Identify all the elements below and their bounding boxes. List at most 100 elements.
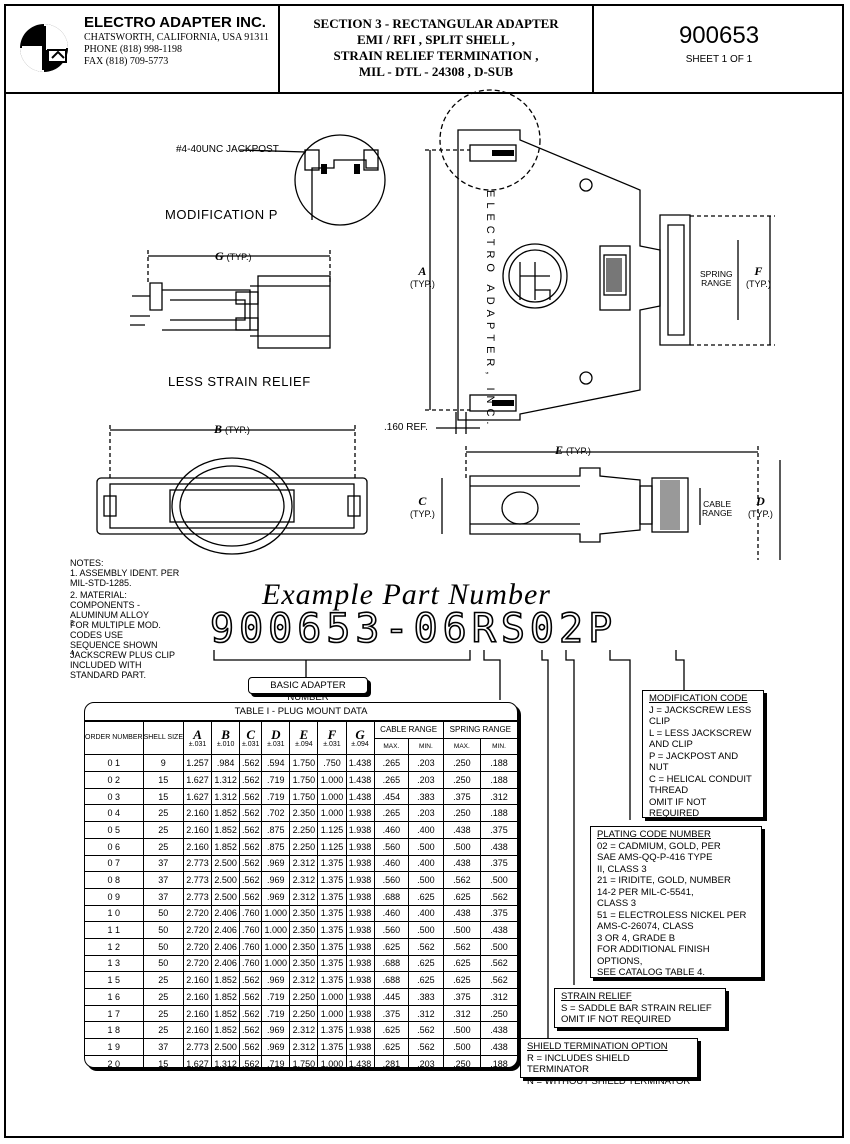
- table-cell: 1.000: [261, 921, 291, 939]
- spring-range-line: SPRING: [700, 269, 733, 279]
- table-cell: .454: [373, 787, 410, 806]
- table-cell: .969: [261, 887, 291, 906]
- shield-line: R = INCLUDES SHIELD TERMINATOR: [527, 1052, 630, 1076]
- table-cell: .500: [442, 1038, 482, 1056]
- table-cell: 1.312: [211, 1054, 241, 1067]
- note-line: ALUMINUM ALLOY: [70, 610, 150, 620]
- table-cell: 25: [142, 804, 185, 823]
- table-cell: .625: [442, 954, 482, 973]
- table-cell: 1.938: [345, 937, 375, 956]
- table-cell: 1.627: [182, 787, 213, 806]
- table-cell: 1.000: [317, 1054, 347, 1067]
- company-city: CHATSWORTH, CALIFORNIA, USA 91311: [84, 32, 269, 43]
- plating-line: 02 = CADMIUM, GOLD, PER: [597, 840, 721, 852]
- technical-drawing: [96, 89, 781, 560]
- table-cell: .562: [239, 804, 263, 823]
- dim-d-typ: (TYP.): [748, 509, 773, 519]
- table-cell: 2.160: [182, 1004, 213, 1023]
- table-cell: 25: [142, 821, 185, 839]
- table-cell: 2.312: [289, 871, 319, 889]
- table-cell: 1 0: [85, 904, 144, 923]
- note-line: 1. ASSEMBLY IDENT. PER: [70, 568, 180, 578]
- note-line: 2. MATERIAL:: [70, 590, 127, 600]
- table-cell: 1.000: [261, 937, 291, 956]
- company-block: ELECTRO ADAPTER INC. CHATSWORTH, CALIFOR…: [4, 4, 280, 92]
- table-cell: .719: [261, 771, 291, 789]
- col-letter: A: [193, 726, 202, 742]
- table-cell: 15: [142, 787, 185, 806]
- table-cell: 2.720: [182, 921, 213, 939]
- note-marker-3: 3: [70, 620, 74, 627]
- modification-line: THREAD: [649, 785, 689, 796]
- table-cell: 2.500: [211, 854, 241, 873]
- cable-range-header: CABLE RANGE: [373, 721, 444, 739]
- table-cell: 2.773: [182, 854, 213, 873]
- section-title-block: SECTION 3 - RECTANGULAR ADAPTER EMI / RF…: [280, 4, 594, 92]
- note-line: INCLUDED WITH: [70, 660, 142, 670]
- table-cell: 2.312: [289, 887, 319, 906]
- strain-title: STRAIN RELIEF: [561, 991, 632, 1002]
- table-cell: 1.257: [182, 754, 213, 773]
- table-cell: 2.350: [289, 937, 319, 956]
- table-cell: 1 7: [85, 1004, 144, 1023]
- table-cell: 37: [142, 871, 185, 889]
- table-cell: .562: [239, 1021, 263, 1040]
- dim-f-typ: (TYP.): [746, 279, 771, 289]
- table-cell: .265: [373, 754, 410, 773]
- dim-e: E (TYP.): [555, 443, 591, 458]
- note-line: SEQUENCE SHOWN: [70, 640, 158, 650]
- plating-line: 21 = IRIDITE, GOLD, NUMBER: [597, 875, 731, 886]
- table-cell: 1.938: [345, 821, 375, 839]
- table-cell: 1.000: [317, 771, 347, 789]
- table-cell: .969: [261, 854, 291, 873]
- table-cell: .500: [408, 921, 444, 939]
- table-cell: .625: [373, 1038, 410, 1056]
- table-cell: 1.000: [317, 988, 347, 1006]
- table-cell: 25: [142, 1021, 185, 1040]
- dim-a-letter: A: [418, 264, 427, 278]
- table-cell: .625: [442, 971, 482, 989]
- section-line: EMI / RFI , SPLIT SHELL ,: [357, 32, 515, 47]
- note-line: COMPONENTS -: [70, 600, 141, 610]
- dim-c: C(TYP.): [410, 494, 435, 519]
- table-cell: .719: [261, 1054, 291, 1067]
- table-cell: 1.938: [345, 921, 375, 939]
- col-dim-header: A±.031: [182, 720, 213, 756]
- table-cell: 2.350: [289, 954, 319, 973]
- table-cell: .625: [373, 937, 410, 956]
- table-cell: .438: [480, 837, 517, 856]
- dim-a: A(TYP.): [410, 264, 435, 289]
- table-cell: 2.312: [289, 971, 319, 989]
- note-line: 3 FOR MULTIPLE MOD.: [70, 620, 179, 630]
- table-cell: 1.000: [317, 787, 347, 806]
- dim-f-letter: F: [754, 264, 763, 278]
- dim-d-letter: D: [756, 494, 765, 508]
- table-cell: .500: [442, 837, 482, 856]
- table-cell: .312: [480, 988, 517, 1006]
- table-cell: 1.000: [317, 1004, 347, 1023]
- page-frame: [4, 4, 844, 1138]
- table-cell: .625: [442, 887, 482, 906]
- table-cell: 2.250: [289, 837, 319, 856]
- table-cell: 2.500: [211, 887, 241, 906]
- min-header: MIN.: [480, 737, 517, 756]
- table-cell: .438: [442, 821, 482, 839]
- cable-range-line: RANGE: [702, 508, 733, 518]
- table-cell: 1.375: [317, 1021, 347, 1040]
- less-strain-relief-label: LESS STRAIN RELIEF: [168, 374, 311, 389]
- table-cell: .719: [261, 1004, 291, 1023]
- modification-p-label: MODIFICATION P: [165, 207, 278, 222]
- table-cell: 2.160: [182, 837, 213, 856]
- modification-line: OMIT IF NOT REQUIRED: [649, 796, 707, 820]
- table-cell: 2.312: [289, 1038, 319, 1056]
- col-tolerance: ±.031: [267, 740, 285, 748]
- section-line: SECTION 3 - RECTANGULAR ADAPTER: [313, 16, 559, 31]
- col-tolerance: ±.031: [323, 740, 341, 748]
- table-cell: 1.852: [211, 821, 241, 839]
